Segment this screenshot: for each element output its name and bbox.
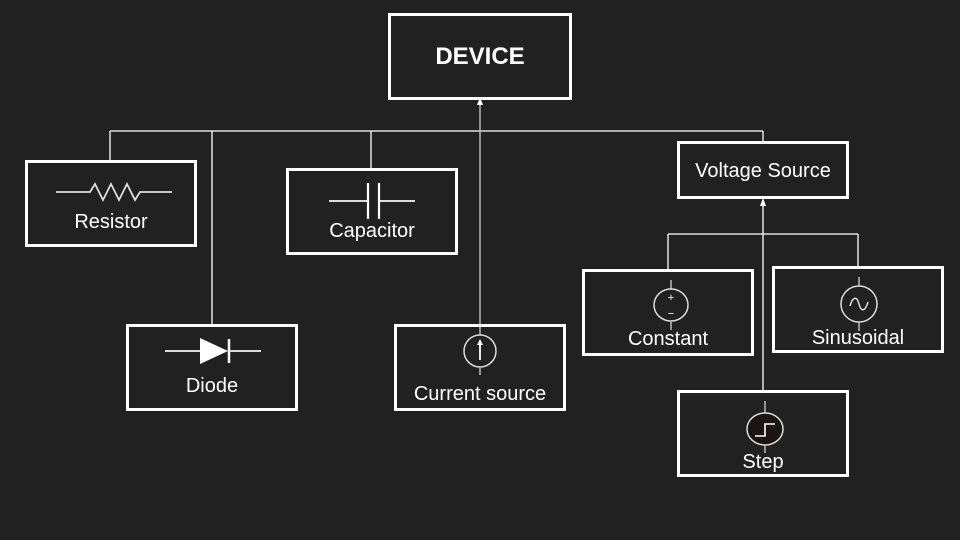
capacitor-node: Capacitor	[286, 168, 458, 255]
capacitor-icon	[329, 183, 415, 219]
diode-label: Diode	[185, 375, 239, 397]
current-source-node: Current source	[394, 324, 566, 411]
arrowhead-voltage-source	[760, 198, 766, 206]
diode-node: Diode	[126, 324, 298, 411]
resistor-icon	[56, 181, 172, 203]
sinusoidal-node: Sinusoidal	[772, 266, 944, 353]
arrowhead-device	[477, 97, 483, 105]
sinusoidal-label: Sinusoidal	[811, 327, 905, 349]
plus-sign: +	[668, 292, 674, 304]
dc-voltage-source-icon: + −	[653, 280, 689, 330]
voltage-source-label: Voltage Source	[695, 160, 831, 182]
constant-node: + − Constant	[582, 269, 754, 356]
current-source-label: Current source	[413, 383, 547, 405]
capacitor-label: Capacitor	[329, 220, 415, 242]
step-node: Step	[677, 390, 849, 477]
minus-sign: −	[668, 308, 674, 320]
voltage-source-node: Voltage Source	[677, 141, 849, 199]
step-voltage-source-icon	[746, 401, 784, 453]
resistor-label: Resistor	[74, 211, 148, 233]
constant-label: Constant	[627, 328, 709, 350]
diode-icon	[165, 338, 261, 364]
resistor-node: Resistor	[25, 160, 197, 247]
step-label: Step	[742, 451, 784, 473]
current-source-icon	[463, 327, 497, 375]
device-label: DEVICE	[435, 43, 525, 70]
device-node: DEVICE	[388, 13, 572, 100]
ac-voltage-source-icon	[840, 277, 878, 331]
